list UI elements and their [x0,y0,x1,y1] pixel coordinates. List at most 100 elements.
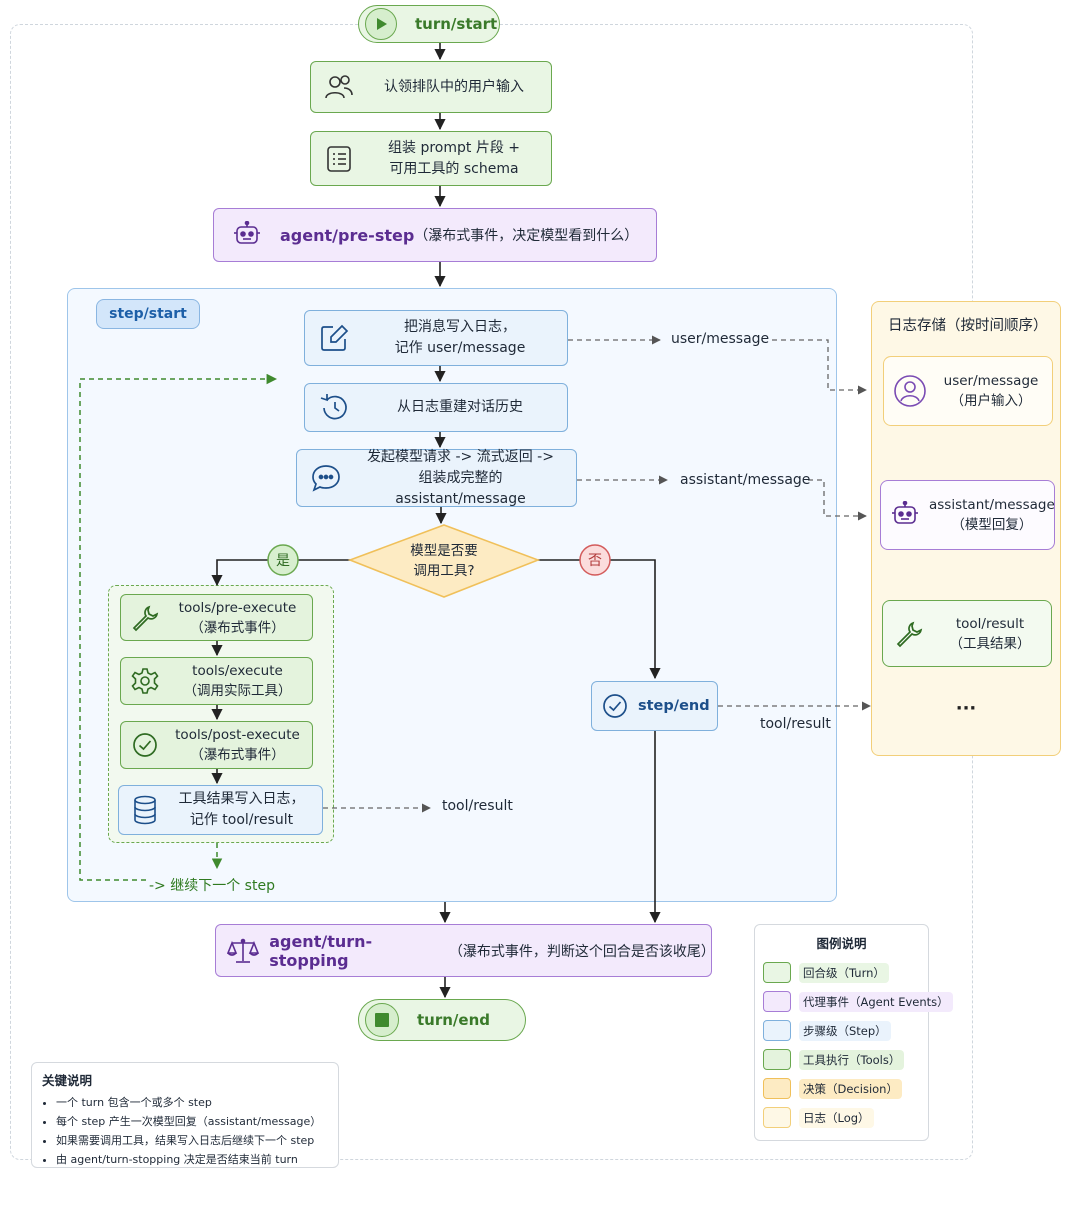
assemble-prompt-node: 组装 prompt 片段 + 可用工具的 schema [310,131,552,186]
turn-stopping-desc: （瀑布式事件，判断这个回合是否该收尾） [448,943,715,960]
legend-item: 决策（Decision） [755,1074,928,1103]
log-more-ellipsis: ··· [955,697,977,719]
notes-item: 由 agent/turn-stopping 决定是否结束当前 turn [56,1150,328,1169]
notes-item: 每个 step 产生一次模型回复（assistant/message） [56,1112,328,1131]
notes-box: 关键说明 一个 turn 包含一个或多个 step 每个 step 产生一次模型… [31,1062,339,1168]
pre-step-node: agent/pre-step （瀑布式事件，决定模型看到什么） [213,208,657,262]
write-log-line-1: 把消息写入日志， [404,319,516,335]
yes-badge [267,544,299,576]
step-end-node: step/end [591,681,718,731]
legend-title: 图例说明 [816,936,867,951]
gear-icon [121,667,169,695]
no-label: 否 [588,553,602,569]
legend-swatch [763,1020,791,1041]
legend-item: 工具执行（Tools） [755,1045,928,1074]
tool-log-line-2: 记作 tool/result [189,812,294,828]
rebuild-history-node: 从日志重建对话历史 [304,383,568,432]
model-request-line-1: 发起模型请求 -> 流式返回 -> [367,448,554,465]
user-icon [884,374,936,408]
notes-item: 一个 turn 包含一个或多个 step [56,1093,328,1112]
check-circle-icon [121,731,169,759]
log-entry-user: user/message （用户输入） [883,356,1053,426]
pre-step-desc: （瀑布式事件，决定模型看到什么） [414,228,639,244]
claim-input-label: 认领排队中的用户输入 [384,78,524,95]
edge-user-message-log [772,339,867,395]
legend-swatch [763,1107,791,1128]
legend-label: 代理事件（Agent Events） [799,991,953,1012]
database-icon [119,795,171,825]
play-icon [365,8,397,40]
legend-label: 工具执行（Tools） [799,1049,905,1070]
decision-line-2: 调用工具? [413,563,475,579]
legend-item: 步骤级（Step） [755,1016,928,1045]
tools-pre-execute-line-1: tools/pre-execute [178,599,297,616]
edge-loop-back [79,373,278,881]
step-end-label: step/end [638,698,710,714]
turn-start-node: turn/start [358,5,500,43]
robot-icon [881,501,929,529]
wrench-icon [883,620,935,648]
edit-icon [305,323,363,353]
tools-execute-line-2: （调用实际工具） [183,683,292,699]
tool-log-line-1: 工具结果写入日志， [178,791,305,807]
decision-diamond [347,524,541,598]
list-icon [311,145,367,173]
log-entry-assistant: assistant/message （模型回复） [880,480,1055,550]
log-entry-user-line-1: user/message [943,373,1039,389]
turn-stopping-title: agent/turn-stopping [269,931,373,970]
tools-post-execute-node: tools/post-execute （瀑布式事件） [120,721,313,769]
model-request-node: 发起模型请求 -> 流式返回 -> 组装成完整的 assistant/messa… [296,449,577,507]
log-entry-tool-result-line-1: tool/result [955,615,1025,632]
stop-icon [365,1003,399,1037]
continue-label: -> 继续下一个 step [149,878,275,894]
log-entry-tool-result: tool/result （工具结果） [882,600,1052,667]
log-entry-assistant-line-2: （模型回复） [951,517,1033,533]
turn-end-label: turn/end [417,1011,490,1029]
log-panel-title: 日志存储（按时间顺序） [888,318,1048,334]
users-icon [311,73,367,101]
log-entry-tool-result-line-2: （工具结果） [949,635,1031,652]
step-start-badge: step/start [96,299,200,329]
tools-execute-line-1: tools/execute [192,663,283,679]
tools-pre-execute-line-2: （瀑布式事件） [190,619,285,636]
check-circle-icon [592,692,638,720]
wrench-icon [121,604,169,632]
legend: 图例说明 回合级（Turn） 代理事件（Agent Events） 步骤级（Step… [754,924,953,1141]
rebuild-history-label: 从日志重建对话历史 [397,399,523,415]
notes-item: 如果需要调用工具，结果写入日志后继续下一个 step [56,1131,328,1150]
edge-no [538,559,661,680]
legend-swatch [763,991,791,1012]
edge-label-tool-result-tools: tool/result [442,798,513,814]
decision-text: 模型是否要 调用工具? [380,540,508,582]
legend-label: 决策（Decision） [799,1078,902,1099]
write-log-node: 把消息写入日志， 记作 user/message [304,310,568,366]
legend-rows: 回合级（Turn） 代理事件（Agent Events） 步骤级（Step） 工具执行… [755,958,953,1132]
robot-icon [214,221,280,249]
edge-label-assistant-message: assistant/message [680,472,811,488]
edge-label-user-message: user/message [671,331,770,347]
edge-label-tool-result: tool/result [760,716,831,732]
decision-line-1: 模型是否要 [410,543,478,559]
chat-icon [297,463,355,493]
edge-assistant-message-log [808,479,867,521]
turn-end-node: turn/end [358,999,526,1041]
legend-item: 日志（Log） [755,1103,928,1132]
legend-swatch [763,962,791,983]
notes-title: 关键说明 [42,1073,93,1088]
legend-swatch [763,1049,791,1070]
turn-stopping-node: agent/turn-stopping （瀑布式事件，判断这个回合是否该收尾） [215,924,715,977]
scale-icon [216,936,269,966]
tools-post-execute-line-2: （瀑布式事件） [190,747,285,763]
pre-step-title: agent/pre-step [280,225,415,245]
tools-execute-node: tools/execute （调用实际工具） [120,657,313,705]
assemble-prompt-line-1: 组装 prompt 片段 + [388,139,520,156]
legend-swatch [763,1078,791,1099]
tool-log-node: 工具结果写入日志， 记作 tool/result [118,785,323,835]
yes-label: 是 [276,553,290,569]
tools-pre-execute-node: tools/pre-execute （瀑布式事件） [120,594,313,641]
legend-item: 回合级（Turn） [755,958,928,987]
log-entry-user-line-2: （用户输入） [950,393,1032,409]
assemble-prompt-line-2: 可用工具的 schema [389,160,519,177]
write-log-line-2: 记作 user/message [394,340,526,356]
